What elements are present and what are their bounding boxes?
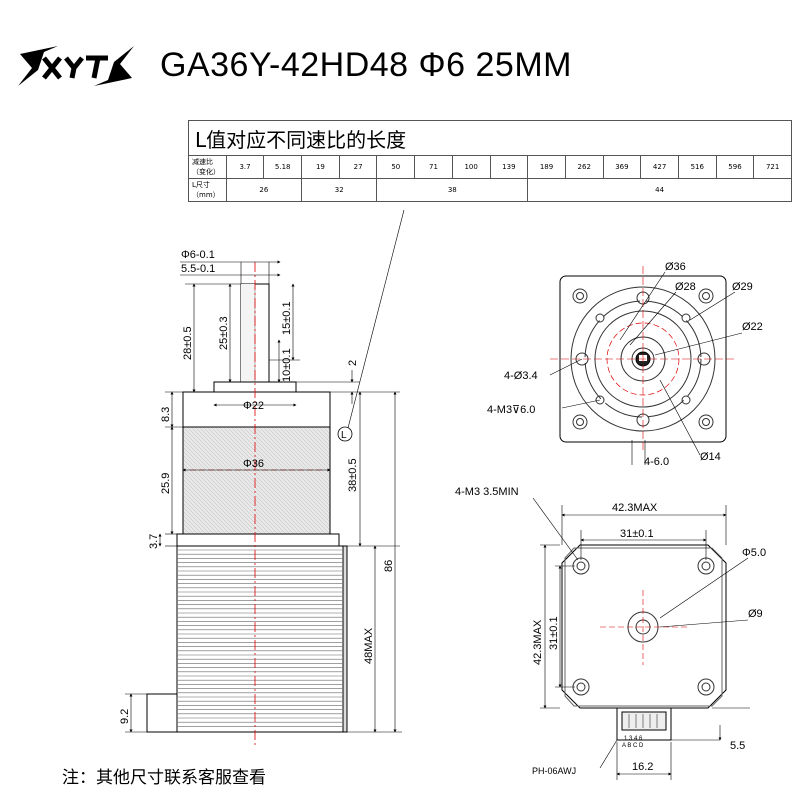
label-dim-16-2: 16.2 <box>632 761 653 773</box>
ratio-cell: 189 <box>527 155 566 179</box>
motor-view <box>532 497 750 780</box>
logo-lettering <box>42 55 108 80</box>
ratio-cell: 596 <box>715 155 755 179</box>
label-dim-86: 86 <box>383 560 395 572</box>
label-motor-pitch-v: 31±0.1 <box>548 616 560 650</box>
footer-note: 注：其他尺寸联系客服查看 <box>62 768 266 788</box>
label-d29: Ø29 <box>732 281 753 293</box>
label-dim-2: 2 <box>347 360 359 366</box>
label-dim-25: 25±0.3 <box>218 316 230 350</box>
ratio-cell: 721 <box>753 155 792 179</box>
length-row-label: L尺寸（mm） <box>188 178 227 202</box>
label-dim-38: 38±0.5 <box>347 458 359 492</box>
label-dim-8-3: 8.3 <box>160 407 172 422</box>
label-phi22: Φ22 <box>243 400 264 412</box>
label-shaft-flat: 5.5-0.1 <box>181 263 215 275</box>
ratio-cell: 262 <box>564 155 604 179</box>
label-motor-width: 42.3MAX <box>612 502 658 514</box>
length-cell: 44 <box>527 178 792 202</box>
ratio-cell: 5.18 <box>263 155 303 179</box>
brand-logo <box>18 46 134 86</box>
label-d22: Ø22 <box>742 321 763 333</box>
label-d28: Ø28 <box>675 281 696 293</box>
label-dim-48max: 48MAX <box>363 627 375 664</box>
label-dim-28: 28±0.5 <box>182 326 194 360</box>
label-dim-5-5: 5.5 <box>730 740 745 752</box>
label-motor-holes: 4-M3 3.5MIN <box>455 486 519 498</box>
label-holes-m3: 4-M3⊽6.0 <box>487 404 535 416</box>
ratio-cell: 100 <box>451 155 491 179</box>
label-motor-phi5: Φ5.0 <box>742 547 766 559</box>
L-marker-circle <box>337 426 353 442</box>
motor-fins <box>178 549 342 727</box>
ratio-cell: 3.7 <box>225 155 265 179</box>
label-motor-height: 42.3MAX <box>532 619 544 665</box>
label-connector: PH-06AWJ <box>532 766 576 776</box>
label-d14: Ø14 <box>700 451 721 463</box>
label-dim-9-2: 9.2 <box>119 709 131 724</box>
page-title: GA36Y-42HD48 Φ6 25MM <box>160 46 572 84</box>
label-motor-phi9: Ø9 <box>748 608 763 620</box>
length-cell: 32 <box>301 178 378 202</box>
front-view <box>549 266 743 465</box>
label-d36: Ø36 <box>665 261 686 273</box>
label-dim-3-7: 3.7 <box>148 534 160 549</box>
ratio-cell: 427 <box>640 155 679 179</box>
label-pins-top: 1 3 4 6 <box>624 736 643 742</box>
label-holes-3-4: 4-Ø3.4 <box>504 370 538 382</box>
label-phi36: Φ36 <box>243 458 264 470</box>
length-cell: 26 <box>225 178 303 202</box>
label-pins-bottom: A B C D <box>622 743 644 749</box>
label-dim-10: 10±0.1 <box>281 348 293 382</box>
label-motor-pitch: 31±0.1 <box>620 528 654 540</box>
label-dim-15: 15±0.1 <box>281 301 293 335</box>
label-L-marker: L <box>341 430 347 441</box>
side-view <box>125 209 405 745</box>
length-cell: 38 <box>376 178 529 202</box>
label-shaft-dia: Φ6-0.1 <box>181 249 215 261</box>
label-dim-25-9: 25.9 <box>160 473 172 494</box>
label-4-6: 4-6.0 <box>644 456 669 468</box>
